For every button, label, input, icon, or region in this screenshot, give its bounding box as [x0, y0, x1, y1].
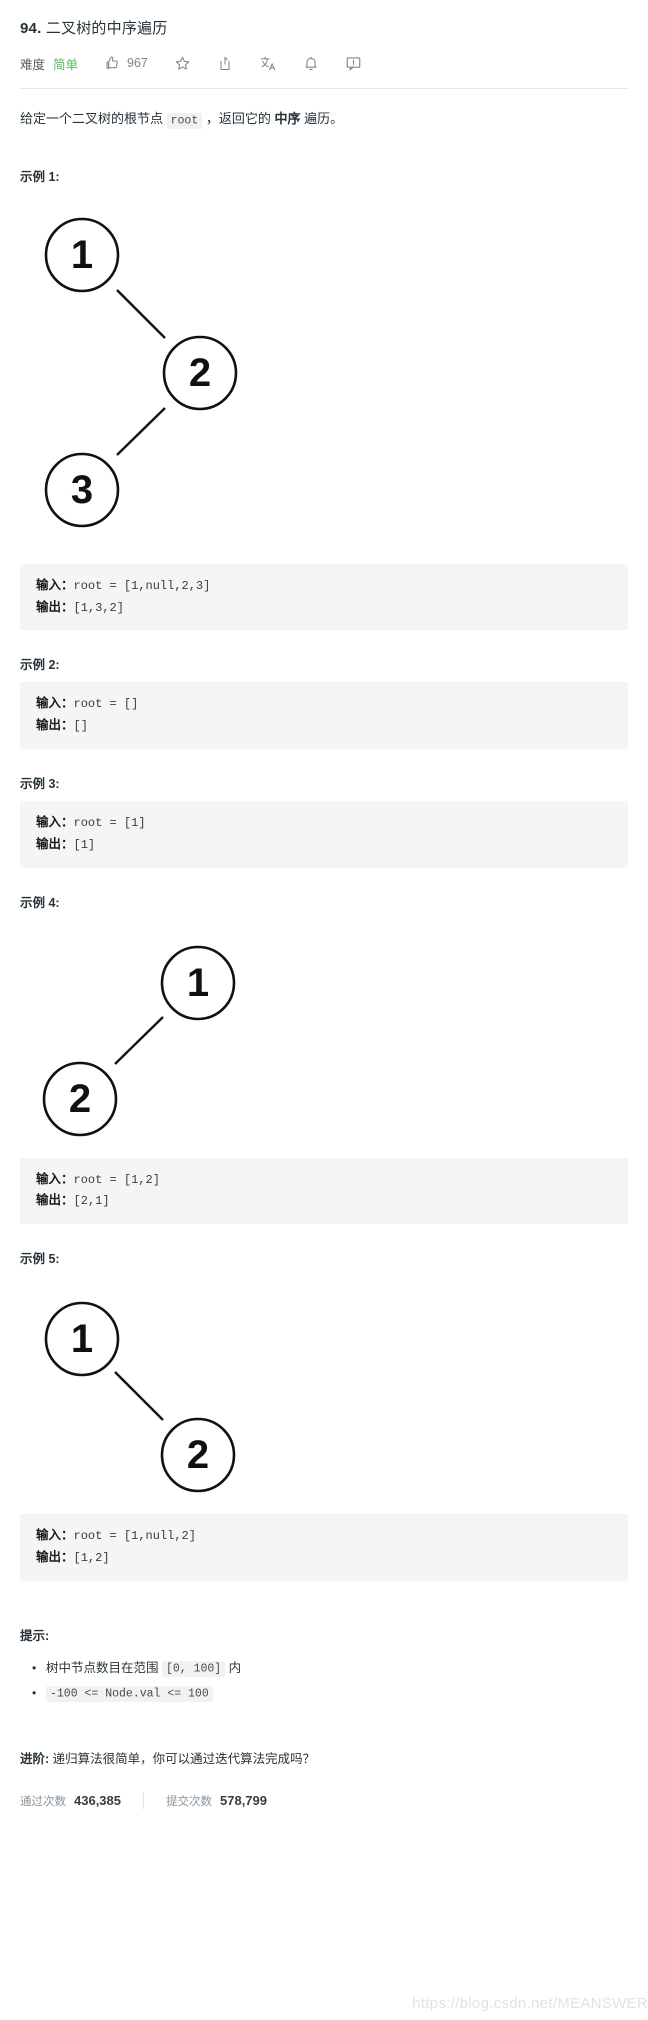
example-4-input-label: 输入： [36, 1171, 74, 1186]
advanced-text: 递归算法很简单，你可以通过迭代算法完成吗？ [52, 1751, 316, 1766]
example-3-output-label: 输出： [36, 836, 74, 851]
example-3-input-label: 输入： [36, 815, 74, 830]
like-count: 967 [127, 56, 148, 70]
example-5-code: 输入：root = [1,null,2] 输出：[1,2] [20, 1514, 628, 1581]
binary-tree-diagram-4: 1 2 [42, 945, 236, 1136]
binary-tree-diagram-1: 1 2 3 [44, 217, 238, 528]
example-2-input-label: 输入： [36, 696, 74, 711]
example-1-input-value: root = [1,null,2,3] [73, 578, 211, 593]
share-button[interactable] [217, 55, 233, 72]
hint-1-code: [0, 100] [161, 1661, 226, 1678]
example-2-output-value: [] [73, 719, 88, 734]
example-3-code: 输入：root = [1] 输出：[1] [20, 801, 628, 868]
example-1-input-label: 输入： [36, 577, 74, 592]
like-button[interactable]: 967 [104, 55, 148, 71]
submissions-value: 578,799 [220, 1792, 267, 1808]
example-5-output-value: [1,2] [73, 1551, 110, 1566]
svg-text:1: 1 [187, 961, 209, 1005]
svg-text:2: 2 [69, 1077, 91, 1121]
example-5-tree-figure: 1 2 [20, 1277, 628, 1505]
problem-description: 给定一个二叉树的根节点 root ，返回它的 中序 遍历。 [20, 107, 628, 132]
example-2-output-label: 输出： [36, 718, 74, 733]
example-4-heading: 示例 4: [20, 895, 60, 910]
desc-part-1: 给定一个二叉树的根节点 [20, 111, 167, 126]
difficulty-label: 难度 [20, 57, 46, 72]
hint-1-pre: 树中节点数目在范围 [46, 1660, 162, 1675]
page-title: 94. 二叉树的中序遍历 [20, 18, 628, 39]
example-5: 示例 5: 1 2 输入：root = [1,null,2] 输出：[1,2] [20, 1248, 628, 1581]
hints-title: 提示: [20, 1628, 50, 1643]
example-2-code: 输入：root = [] 输出：[] [20, 682, 628, 750]
svg-text:2: 2 [187, 1433, 209, 1477]
stats-divider [143, 1792, 144, 1810]
example-5-input-label: 输入： [36, 1528, 74, 1543]
svg-text:1: 1 [71, 233, 93, 277]
example-3-input-value: root = [1] [73, 816, 146, 831]
svg-text:2: 2 [189, 351, 211, 395]
example-5-output-label: 输出： [36, 1550, 74, 1565]
star-icon [174, 55, 191, 72]
problem-number: 94. [20, 20, 42, 37]
stats-row: 通过次数 436,385 提交次数 578,799 [20, 1792, 628, 1810]
desc-part-2: ，返回它的 [202, 111, 275, 126]
svg-text:3: 3 [71, 468, 93, 512]
accepted-stat: 通过次数 436,385 [20, 1793, 121, 1809]
example-5-heading: 示例 5: [20, 1252, 60, 1267]
desc-inline-code-root: root [166, 112, 203, 129]
watermark: https://blog.csdn.net/MEANSWER [412, 1995, 648, 2012]
share-icon [217, 55, 233, 72]
advanced-label: 进阶: [20, 1751, 50, 1766]
hint-item: 树中节点数目在范围 [0, 100] 内 [32, 1656, 628, 1681]
translate-icon [259, 55, 277, 72]
example-4: 示例 4: 1 2 输入：root = [1,2] 输出：[2,1] [20, 892, 628, 1225]
example-4-code: 输入：root = [1,2] 输出：[2,1] [20, 1157, 628, 1225]
meta-toolbar: 难度 简单 967 [20, 52, 628, 74]
example-2-heading: 示例 2: [20, 658, 60, 673]
example-2: 示例 2: 输入：root = [] 输出：[] [20, 654, 628, 750]
svg-text:1: 1 [71, 1317, 93, 1361]
example-3: 示例 3: 输入：root = [1] 输出：[1] [20, 773, 628, 868]
hints-list: 树中节点数目在范围 [0, 100] 内 -100 <= Node.val <=… [20, 1656, 628, 1706]
example-1: 示例 1: 1 2 3 输入：root = [1,null,2,3] 输出：[1… [20, 166, 628, 631]
submissions-label: 提交次数 [166, 1795, 212, 1808]
example-1-code: 输入：root = [1,null,2,3] 输出：[1,3,2] [20, 563, 628, 631]
notification-button[interactable] [303, 55, 319, 72]
desc-part-3: 遍历。 [300, 111, 344, 126]
problem-page: 94. 二叉树的中序遍历 难度 简单 967 [0, 0, 648, 1809]
difficulty-badge: 简单 [53, 57, 79, 72]
problem-title-text: 二叉树的中序遍历 [45, 20, 168, 37]
example-5-input-value: root = [1,null,2] [73, 1529, 196, 1544]
accepted-value: 436,385 [74, 1792, 121, 1808]
example-1-tree-figure: 1 2 3 [20, 195, 628, 555]
example-4-output-value: [2,1] [73, 1194, 110, 1209]
header-divider [20, 88, 628, 89]
feedback-button[interactable] [345, 55, 362, 72]
accepted-label: 通过次数 [20, 1795, 66, 1808]
submissions-stat: 提交次数 578,799 [166, 1793, 267, 1809]
binary-tree-diagram-5: 1 2 [44, 1301, 236, 1493]
desc-bold-inorder: 中序 [274, 111, 301, 126]
example-1-heading: 示例 1: [20, 169, 60, 184]
example-4-input-value: root = [1,2] [73, 1172, 160, 1187]
favorite-button[interactable] [174, 55, 191, 72]
feedback-icon [345, 55, 362, 72]
example-2-input-value: root = [] [73, 697, 139, 712]
translate-button[interactable] [259, 55, 277, 72]
bell-icon [303, 55, 319, 72]
hint-1-post: 内 [225, 1660, 242, 1675]
advanced-section: 进阶: 递归算法很简单，你可以通过迭代算法完成吗？ [20, 1748, 628, 1771]
thumbs-up-icon [104, 55, 120, 71]
hint-item: -100 <= Node.val <= 100 [32, 1681, 628, 1706]
example-4-output-label: 输出： [36, 1193, 74, 1208]
example-1-output-value: [1,3,2] [73, 600, 124, 615]
example-4-tree-figure: 1 2 [20, 921, 628, 1149]
hints-section: 提示: 树中节点数目在范围 [0, 100] 内 -100 <= Node.va… [20, 1625, 628, 1706]
hint-2-code: -100 <= Node.val <= 100 [46, 1686, 213, 1703]
example-3-output-value: [1] [73, 837, 96, 852]
example-1-output-label: 输出： [36, 599, 74, 614]
example-3-heading: 示例 3: [20, 777, 60, 792]
